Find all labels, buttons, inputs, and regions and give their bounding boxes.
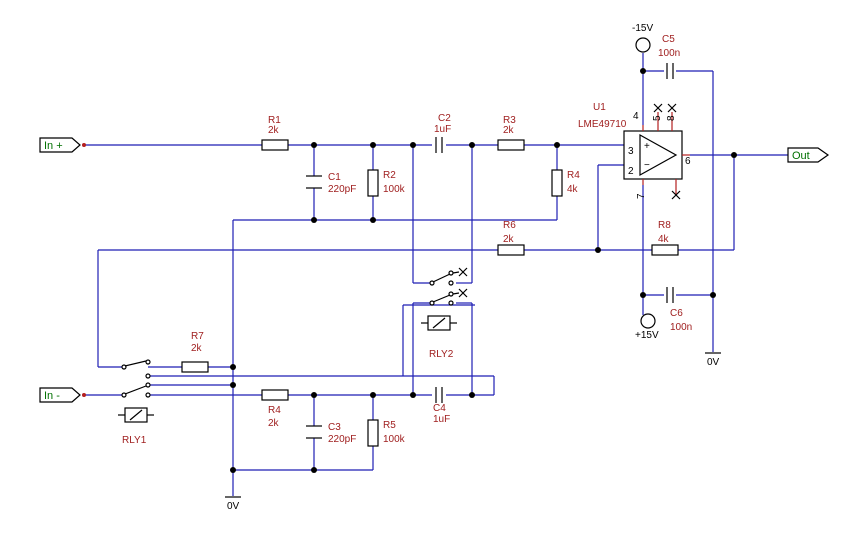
c4-value: 1uF <box>433 414 450 425</box>
opamp-pin6: 6 <box>685 156 691 167</box>
capacitor-c4: C4 1uF <box>433 387 450 425</box>
capacitor-c5: C5 100n <box>658 34 680 79</box>
relay-rly2: RLY2 <box>421 267 468 360</box>
r2-ref: R2 <box>383 170 396 181</box>
r4-top-value: 4k <box>567 184 579 195</box>
r6-value: 2k <box>503 234 515 245</box>
r5-value: 100k <box>383 434 406 445</box>
supply-neg15-label: -15V <box>632 23 653 34</box>
junction-dots <box>230 68 737 473</box>
r1-value: 2k <box>268 125 280 136</box>
supply-pos15: +15V <box>635 313 659 341</box>
r7-value: 2k <box>191 343 203 354</box>
rly1-ref: RLY1 <box>122 435 147 446</box>
port-in-plus: In + <box>39 137 86 153</box>
c6-value: 100n <box>670 322 692 333</box>
ground-left: 0V <box>225 496 241 512</box>
resistor-r8: R8 4k <box>651 220 679 256</box>
resistor-r3: R3 2k <box>497 115 525 151</box>
capacitor-c1: C1 220pF <box>306 172 356 195</box>
c1-ref: C1 <box>328 172 341 183</box>
c3-value: 220pF <box>328 434 356 445</box>
opamp-pin3: 3 <box>628 146 634 157</box>
r8-value: 4k <box>658 234 670 245</box>
r6-ref: R6 <box>503 220 516 231</box>
opamp-pin2: 2 <box>628 166 634 177</box>
resistor-r5: R5 100k <box>367 419 406 447</box>
rly2-ref: RLY2 <box>429 349 454 360</box>
supply-pos15-label: +15V <box>635 330 659 341</box>
r1-ref: R1 <box>268 115 281 126</box>
r3-ref: R3 <box>503 115 516 126</box>
r3-value: 2k <box>503 125 515 136</box>
capacitor-c6: C6 100n <box>666 287 692 333</box>
opamp-part: LME49710 <box>578 119 627 130</box>
opamp-pin8: 8 <box>666 115 677 121</box>
c2-value: 1uF <box>434 124 451 135</box>
r4-top-ref: R4 <box>567 170 580 181</box>
relay-rly1: RLY1 <box>118 359 154 446</box>
port-in-minus: In - <box>39 387 86 403</box>
wires <box>84 53 788 496</box>
resistor-r6: R6 2k <box>497 220 525 256</box>
opamp-pin4: 4 <box>633 111 639 122</box>
c5-ref: C5 <box>662 34 675 45</box>
capacitor-c2: C2 1uF <box>434 113 451 153</box>
port-in-minus-label: In - <box>44 390 60 402</box>
opamp-minus-sign: − <box>644 160 650 171</box>
opamp-ref: U1 <box>593 102 606 113</box>
r5-ref: R5 <box>383 420 396 431</box>
r7-ref: R7 <box>191 331 204 342</box>
port-out-label: Out <box>792 150 810 162</box>
r4-bottom-value: 2k <box>268 418 280 429</box>
resistor-r4-bottom: R4 2k <box>261 389 289 429</box>
supply-neg15: -15V <box>632 23 653 53</box>
c1-value: 220pF <box>328 184 356 195</box>
c5-value: 100n <box>658 48 680 59</box>
opamp-pin5: 5 <box>652 115 663 121</box>
c6-ref: C6 <box>670 308 683 319</box>
c2-ref: C2 <box>438 113 451 124</box>
opamp-plus-sign: + <box>644 141 650 152</box>
resistor-r1: R1 2k <box>261 115 289 151</box>
opamp-pin7: 7 <box>636 193 647 199</box>
port-out: Out <box>787 147 830 163</box>
ground-right: 0V <box>705 350 721 368</box>
resistor-r7: R7 2k <box>181 331 209 373</box>
c4-ref: C4 <box>433 403 446 414</box>
r4-bottom-ref: R4 <box>268 405 281 416</box>
ground-right-label: 0V <box>707 357 720 368</box>
r2-value: 100k <box>383 184 406 195</box>
ground-left-label: 0V <box>227 501 240 512</box>
resistor-r4-top: R4 4k <box>551 169 580 197</box>
r8-ref: R8 <box>658 220 671 231</box>
port-in-plus-label: In + <box>44 140 63 152</box>
c3-ref: C3 <box>328 422 341 433</box>
opamp-u1: + − U1 LME49710 4 5 8 3 2 6 7 <box>578 102 691 200</box>
resistor-r2: R2 100k <box>367 169 406 197</box>
capacitor-c3: C3 220pF <box>306 422 356 445</box>
